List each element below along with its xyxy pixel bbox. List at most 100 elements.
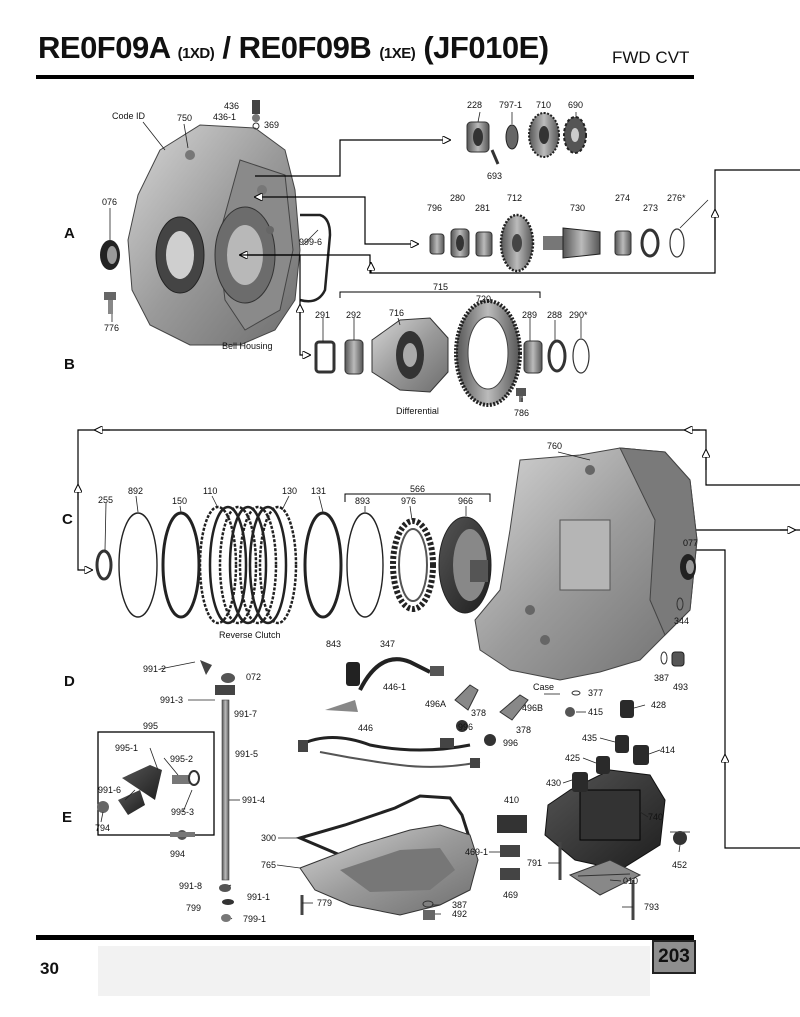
part-label: 378 <box>471 708 486 718</box>
page-number-box: 203 <box>652 940 696 974</box>
section-a: A <box>64 225 75 242</box>
part-label: 794 <box>95 823 110 833</box>
seal-255 <box>95 549 113 581</box>
plate-150 <box>161 511 201 619</box>
bearing-281 <box>475 231 493 257</box>
part-label: 779 <box>317 898 332 908</box>
part-label: 436-1 <box>213 112 236 122</box>
harness-446 <box>298 736 481 768</box>
bearing-273 <box>640 228 660 258</box>
filter-010 <box>568 859 642 896</box>
oring-290 <box>572 338 590 374</box>
model-b: RE0F09B <box>238 30 372 65</box>
part-label: 289 <box>522 310 537 320</box>
part-label: 796 <box>427 203 442 213</box>
oring-387 <box>660 651 668 665</box>
bearing-289 <box>523 340 543 374</box>
gear-710 <box>528 112 560 158</box>
oring-276 <box>669 228 685 258</box>
gear-690 <box>563 116 587 154</box>
plug-492 <box>422 900 435 920</box>
part-label: 292 <box>346 310 361 320</box>
drum-966 <box>438 516 492 614</box>
part-label: 991-5 <box>235 749 258 759</box>
bearing-292 <box>344 339 364 375</box>
valve-body-740 <box>544 769 666 871</box>
part-label: 760 <box>547 441 562 451</box>
part-label: 446-1 <box>383 682 406 692</box>
part-label: 347 <box>380 639 395 649</box>
part-label: 740 <box>648 812 663 822</box>
part-label: 469-1 <box>465 847 488 857</box>
part-label: 996 <box>503 738 518 748</box>
part-label: 996 <box>458 722 473 732</box>
part-label: 414 <box>660 745 675 755</box>
part-label: 991-3 <box>160 695 183 705</box>
part-label: 072 <box>246 672 261 682</box>
bearing-228 <box>466 121 490 153</box>
part-label: 435 <box>582 733 597 743</box>
harness-999-6 <box>299 213 332 303</box>
hub-976 <box>390 518 436 612</box>
part-label: 446 <box>358 723 373 733</box>
part-label: 110 <box>203 486 217 496</box>
caption-case: Case <box>533 682 554 692</box>
part-label: 452 <box>672 860 687 870</box>
part-label: 712 <box>507 193 522 203</box>
part-label: 716 <box>389 308 404 318</box>
ring-gear-720 <box>454 299 522 407</box>
part-label: 280 <box>450 193 465 203</box>
part-label: 976 <box>401 496 416 506</box>
part-label: 378 <box>516 725 531 735</box>
part-label: 991-6 <box>98 785 121 795</box>
footer-rule <box>36 935 694 940</box>
group-box-995 <box>97 731 215 836</box>
part-label: 377 <box>588 688 603 698</box>
part-label: 255 <box>98 495 113 505</box>
race-291 <box>314 340 336 374</box>
part-label: 436 <box>224 101 239 111</box>
part-label: 995 <box>143 721 158 731</box>
race-288 <box>547 339 567 373</box>
part-label: 995-2 <box>170 754 193 764</box>
part-label: 690 <box>568 100 583 110</box>
caption-bell-housing: Bell Housing <box>222 341 273 351</box>
oil-pan-765 <box>299 824 479 916</box>
section-b: B <box>64 356 75 373</box>
part-label: 991-7 <box>234 709 257 719</box>
bolt-776 <box>104 292 116 314</box>
part-label: 730 <box>570 203 585 213</box>
model-a: RE0F09A <box>38 30 170 65</box>
part-label: 693 <box>487 171 502 181</box>
part-label: 415 <box>588 707 603 717</box>
section-d: D <box>64 673 75 690</box>
bearing-274 <box>614 230 632 256</box>
caption-reverse-clutch: Reverse Clutch <box>219 630 281 640</box>
part-label: 994 <box>170 849 185 859</box>
code-b: (1XE) <box>379 45 416 62</box>
part-label: 991-1 <box>247 892 270 902</box>
part-label: 991-8 <box>179 881 202 891</box>
clip-410 <box>497 815 527 880</box>
part-label: 843 <box>326 639 341 649</box>
part-label: 410 <box>504 795 519 805</box>
part-label: 010 <box>623 876 638 886</box>
part-label: 991-2 <box>143 664 166 674</box>
part-label: 492 <box>452 909 467 919</box>
plate-131 <box>303 511 343 619</box>
solenoids <box>565 690 649 792</box>
part-label: 291 <box>315 310 330 320</box>
part-label: 710 <box>536 100 551 110</box>
title-slash: / <box>222 30 231 65</box>
sensor-436 <box>252 100 260 130</box>
part-label: 469 <box>503 890 518 900</box>
part-label: 344 <box>674 616 689 626</box>
section-e: E <box>62 809 72 826</box>
header-rule <box>36 75 694 79</box>
part-label: 387 <box>452 900 467 910</box>
part-label: 077 <box>683 538 698 548</box>
part-label: 765 <box>261 860 276 870</box>
part-label: 999-6 <box>299 237 322 247</box>
snap-ring-892 <box>118 512 158 618</box>
